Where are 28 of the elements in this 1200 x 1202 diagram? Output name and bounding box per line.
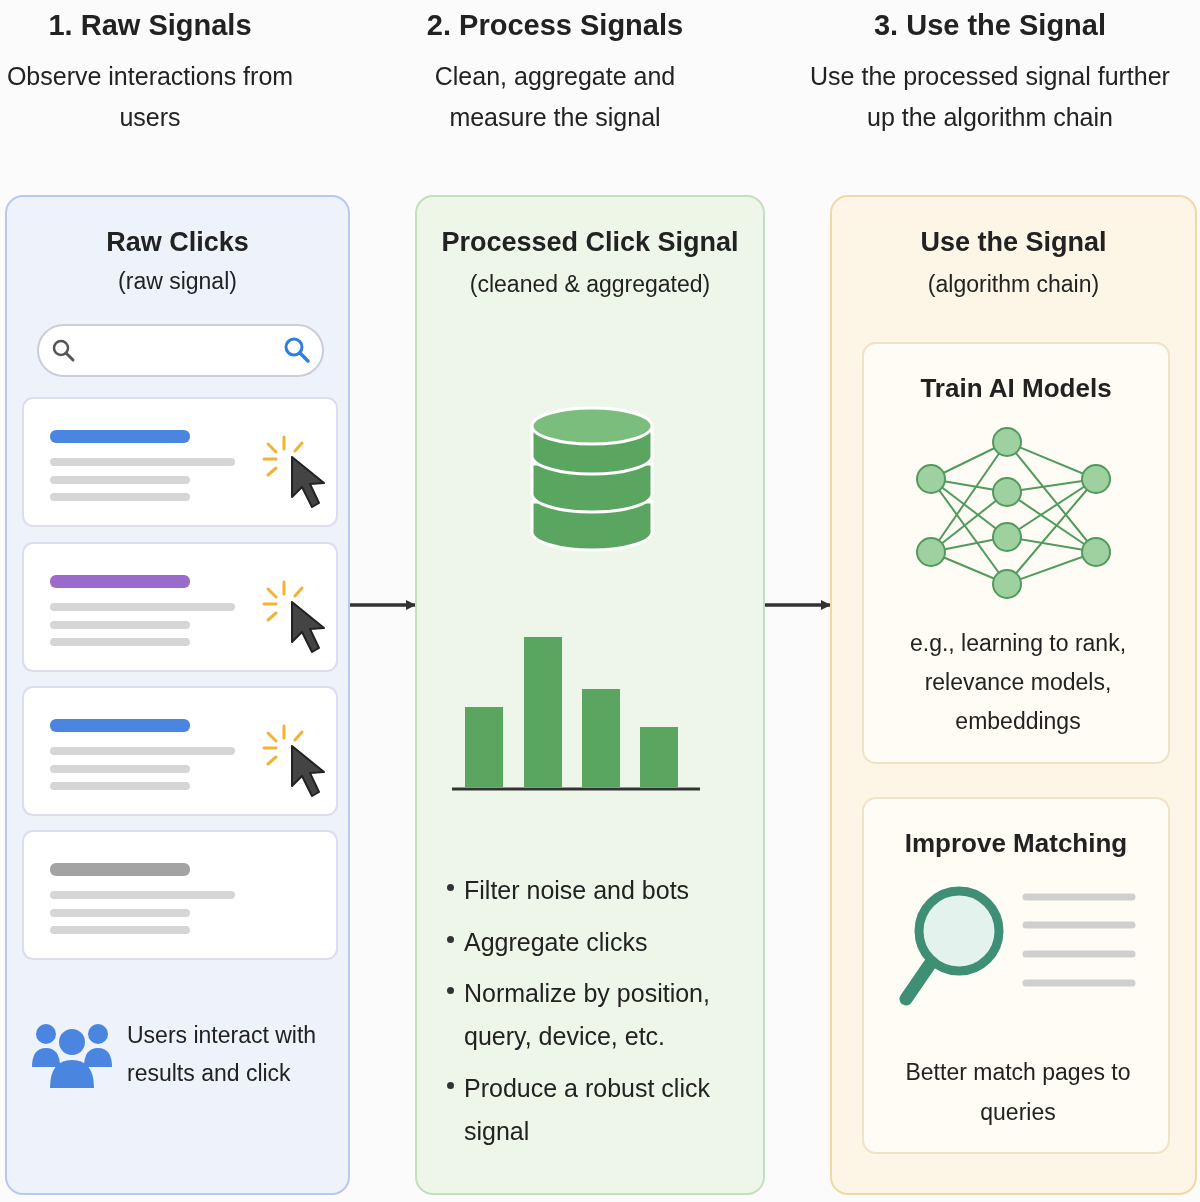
- panel-text: Better match pages to queries: [904, 1058, 1132, 1128]
- column-description: Clean, aggregate and measure the signal: [433, 61, 677, 134]
- bullet-item: Aggregate clicks: [464, 927, 649, 958]
- bullet-item: Produce a robust click signal: [464, 1073, 711, 1147]
- column-heading: 1. Raw Signals: [47, 8, 253, 43]
- column-heading: 3. Use the Signal: [872, 8, 1108, 43]
- arrow: [765, 600, 831, 610]
- panel-title: Train AI Models: [919, 372, 1113, 405]
- column-description: Observe interactions from users: [5, 61, 295, 134]
- panel-title: Use the Signal: [919, 226, 1108, 259]
- column-heading: 2. Process Signals: [425, 8, 685, 43]
- sub-panel: [862, 797, 1170, 1154]
- panel-title: Processed Click Signal: [440, 226, 740, 259]
- panel-title: Improve Matching: [903, 827, 1129, 860]
- bullet-item: Normalize by position, query, device, etc.: [464, 978, 711, 1052]
- panel-text: e.g., learning to rank, relevance models, embeddings: [908, 629, 1128, 737]
- panel-text: (cleaned & aggregated): [468, 270, 712, 299]
- panel-title: Raw Clicks: [105, 226, 250, 259]
- panel-text: (raw signal): [117, 267, 238, 296]
- column-panel: [5, 195, 350, 1195]
- column-panel: [830, 195, 1197, 1195]
- column-description: Use the processed signal further up the algorithm chain: [809, 61, 1171, 134]
- column-panel: [415, 195, 765, 1195]
- panel-text: (algorithm chain): [926, 270, 1101, 299]
- sub-panel: [862, 342, 1170, 764]
- bullet-item: Filter noise and bots: [464, 875, 691, 906]
- panel-text: Users interact with results and click: [127, 1021, 318, 1088]
- arrow: [350, 600, 416, 610]
